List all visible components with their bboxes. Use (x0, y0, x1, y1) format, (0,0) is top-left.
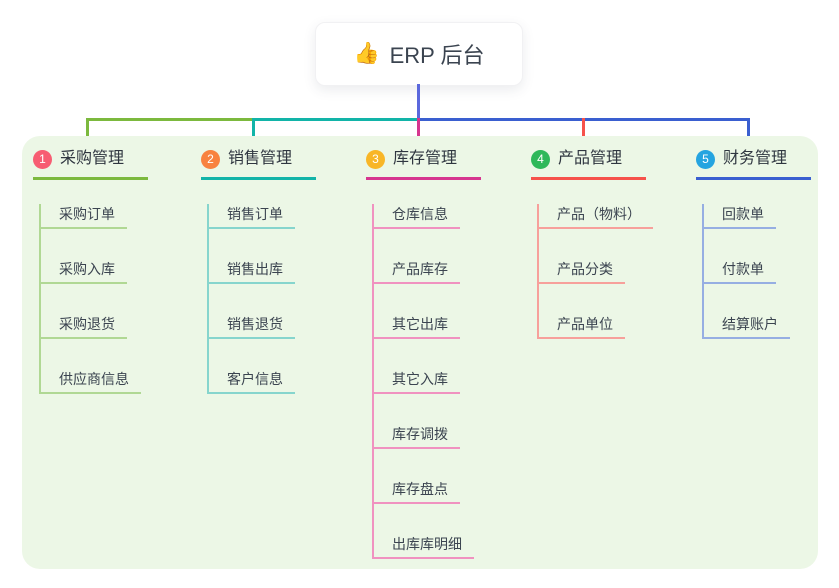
branch-sales-items: 销售订单 销售出库 销售退货 客户信息 (207, 204, 316, 394)
item-settlement-account[interactable]: 结算账户 (704, 314, 790, 339)
item-stock-transfer[interactable]: 库存调拨 (374, 424, 460, 449)
branch-finance-items: 回款单 付款单 结算账户 (702, 204, 811, 339)
branch-sales: 2 销售管理 销售订单 销售出库 销售退货 客户信息 (201, 149, 316, 394)
item-payment-order[interactable]: 付款单 (704, 259, 776, 284)
item-product-category[interactable]: 产品分类 (539, 259, 625, 284)
badge-2: 2 (201, 149, 220, 169)
item-receipt-order[interactable]: 回款单 (704, 204, 776, 229)
item-warehouse-info[interactable]: 仓库信息 (374, 204, 460, 229)
connector-bus-sales (252, 118, 418, 121)
branch-product-items: 产品（物料） 产品分类 产品单位 (537, 204, 653, 339)
item-product-stock[interactable]: 产品库存 (374, 259, 460, 284)
mindmap-canvas (22, 136, 818, 569)
branch-purchase-items: 采购订单 采购入库 采购退货 供应商信息 (39, 204, 148, 394)
branch-product: 4 产品管理 产品（物料） 产品分类 产品单位 (531, 149, 653, 339)
connector-trunk (417, 84, 420, 120)
badge-4: 4 (531, 149, 550, 169)
branch-inventory-items: 仓库信息 产品库存 其它出库 其它入库 库存调拨 库存盘点 出库库明细 (372, 204, 481, 559)
connector-drop-inventory (417, 118, 420, 147)
badge-5: 5 (696, 149, 715, 169)
item-customer-info[interactable]: 客户信息 (209, 369, 295, 394)
branch-inventory: 3 库存管理 仓库信息 产品库存 其它出库 其它入库 库存调拨 库存盘点 出库库… (366, 149, 481, 559)
item-product-unit[interactable]: 产品单位 (539, 314, 625, 339)
branch-finance-label: 财务管理 (723, 150, 788, 167)
thumbs-up-icon: 👍 (353, 42, 380, 65)
branch-sales-title[interactable]: 2 销售管理 (201, 149, 316, 180)
item-purchase-return[interactable]: 采购退货 (41, 314, 127, 339)
item-stock-count[interactable]: 库存盘点 (374, 479, 460, 504)
branch-purchase: 1 采购管理 采购订单 采购入库 采购退货 供应商信息 (33, 149, 148, 394)
badge-3: 3 (366, 149, 385, 169)
item-sales-return[interactable]: 销售退货 (209, 314, 295, 339)
item-purchase-order[interactable]: 采购订单 (41, 204, 127, 229)
branch-inventory-title[interactable]: 3 库存管理 (366, 149, 481, 180)
branch-purchase-title[interactable]: 1 采购管理 (33, 149, 148, 180)
connector-drop-finance (747, 118, 750, 143)
item-sales-order[interactable]: 销售订单 (209, 204, 295, 229)
branch-product-label: 产品管理 (558, 150, 623, 167)
branch-finance-title[interactable]: 5 财务管理 (696, 149, 811, 180)
connector-drop-purchase (86, 118, 89, 146)
item-other-inbound[interactable]: 其它入库 (374, 369, 460, 394)
item-other-outbound[interactable]: 其它出库 (374, 314, 460, 339)
badge-1: 1 (33, 149, 52, 169)
connector-bus-purchase (86, 118, 254, 121)
branch-purchase-label: 采购管理 (60, 150, 125, 167)
root-node-label: ERP 后台 (389, 43, 485, 68)
item-product-material[interactable]: 产品（物料） (539, 204, 653, 229)
item-supplier-info[interactable]: 供应商信息 (41, 369, 141, 394)
root-node[interactable]: 👍 ERP 后台 (315, 22, 523, 86)
branch-product-title[interactable]: 4 产品管理 (531, 149, 646, 180)
connector-drop-product (582, 118, 585, 147)
branch-inventory-label: 库存管理 (393, 150, 458, 167)
item-sales-outbound[interactable]: 销售出库 (209, 259, 295, 284)
item-purchase-inbound[interactable]: 采购入库 (41, 259, 127, 284)
branch-sales-label: 销售管理 (228, 150, 293, 167)
branch-finance: 5 财务管理 回款单 付款单 结算账户 (696, 149, 811, 339)
item-outbound-detail[interactable]: 出库库明细 (374, 534, 474, 559)
connector-drop-sales (252, 118, 255, 146)
